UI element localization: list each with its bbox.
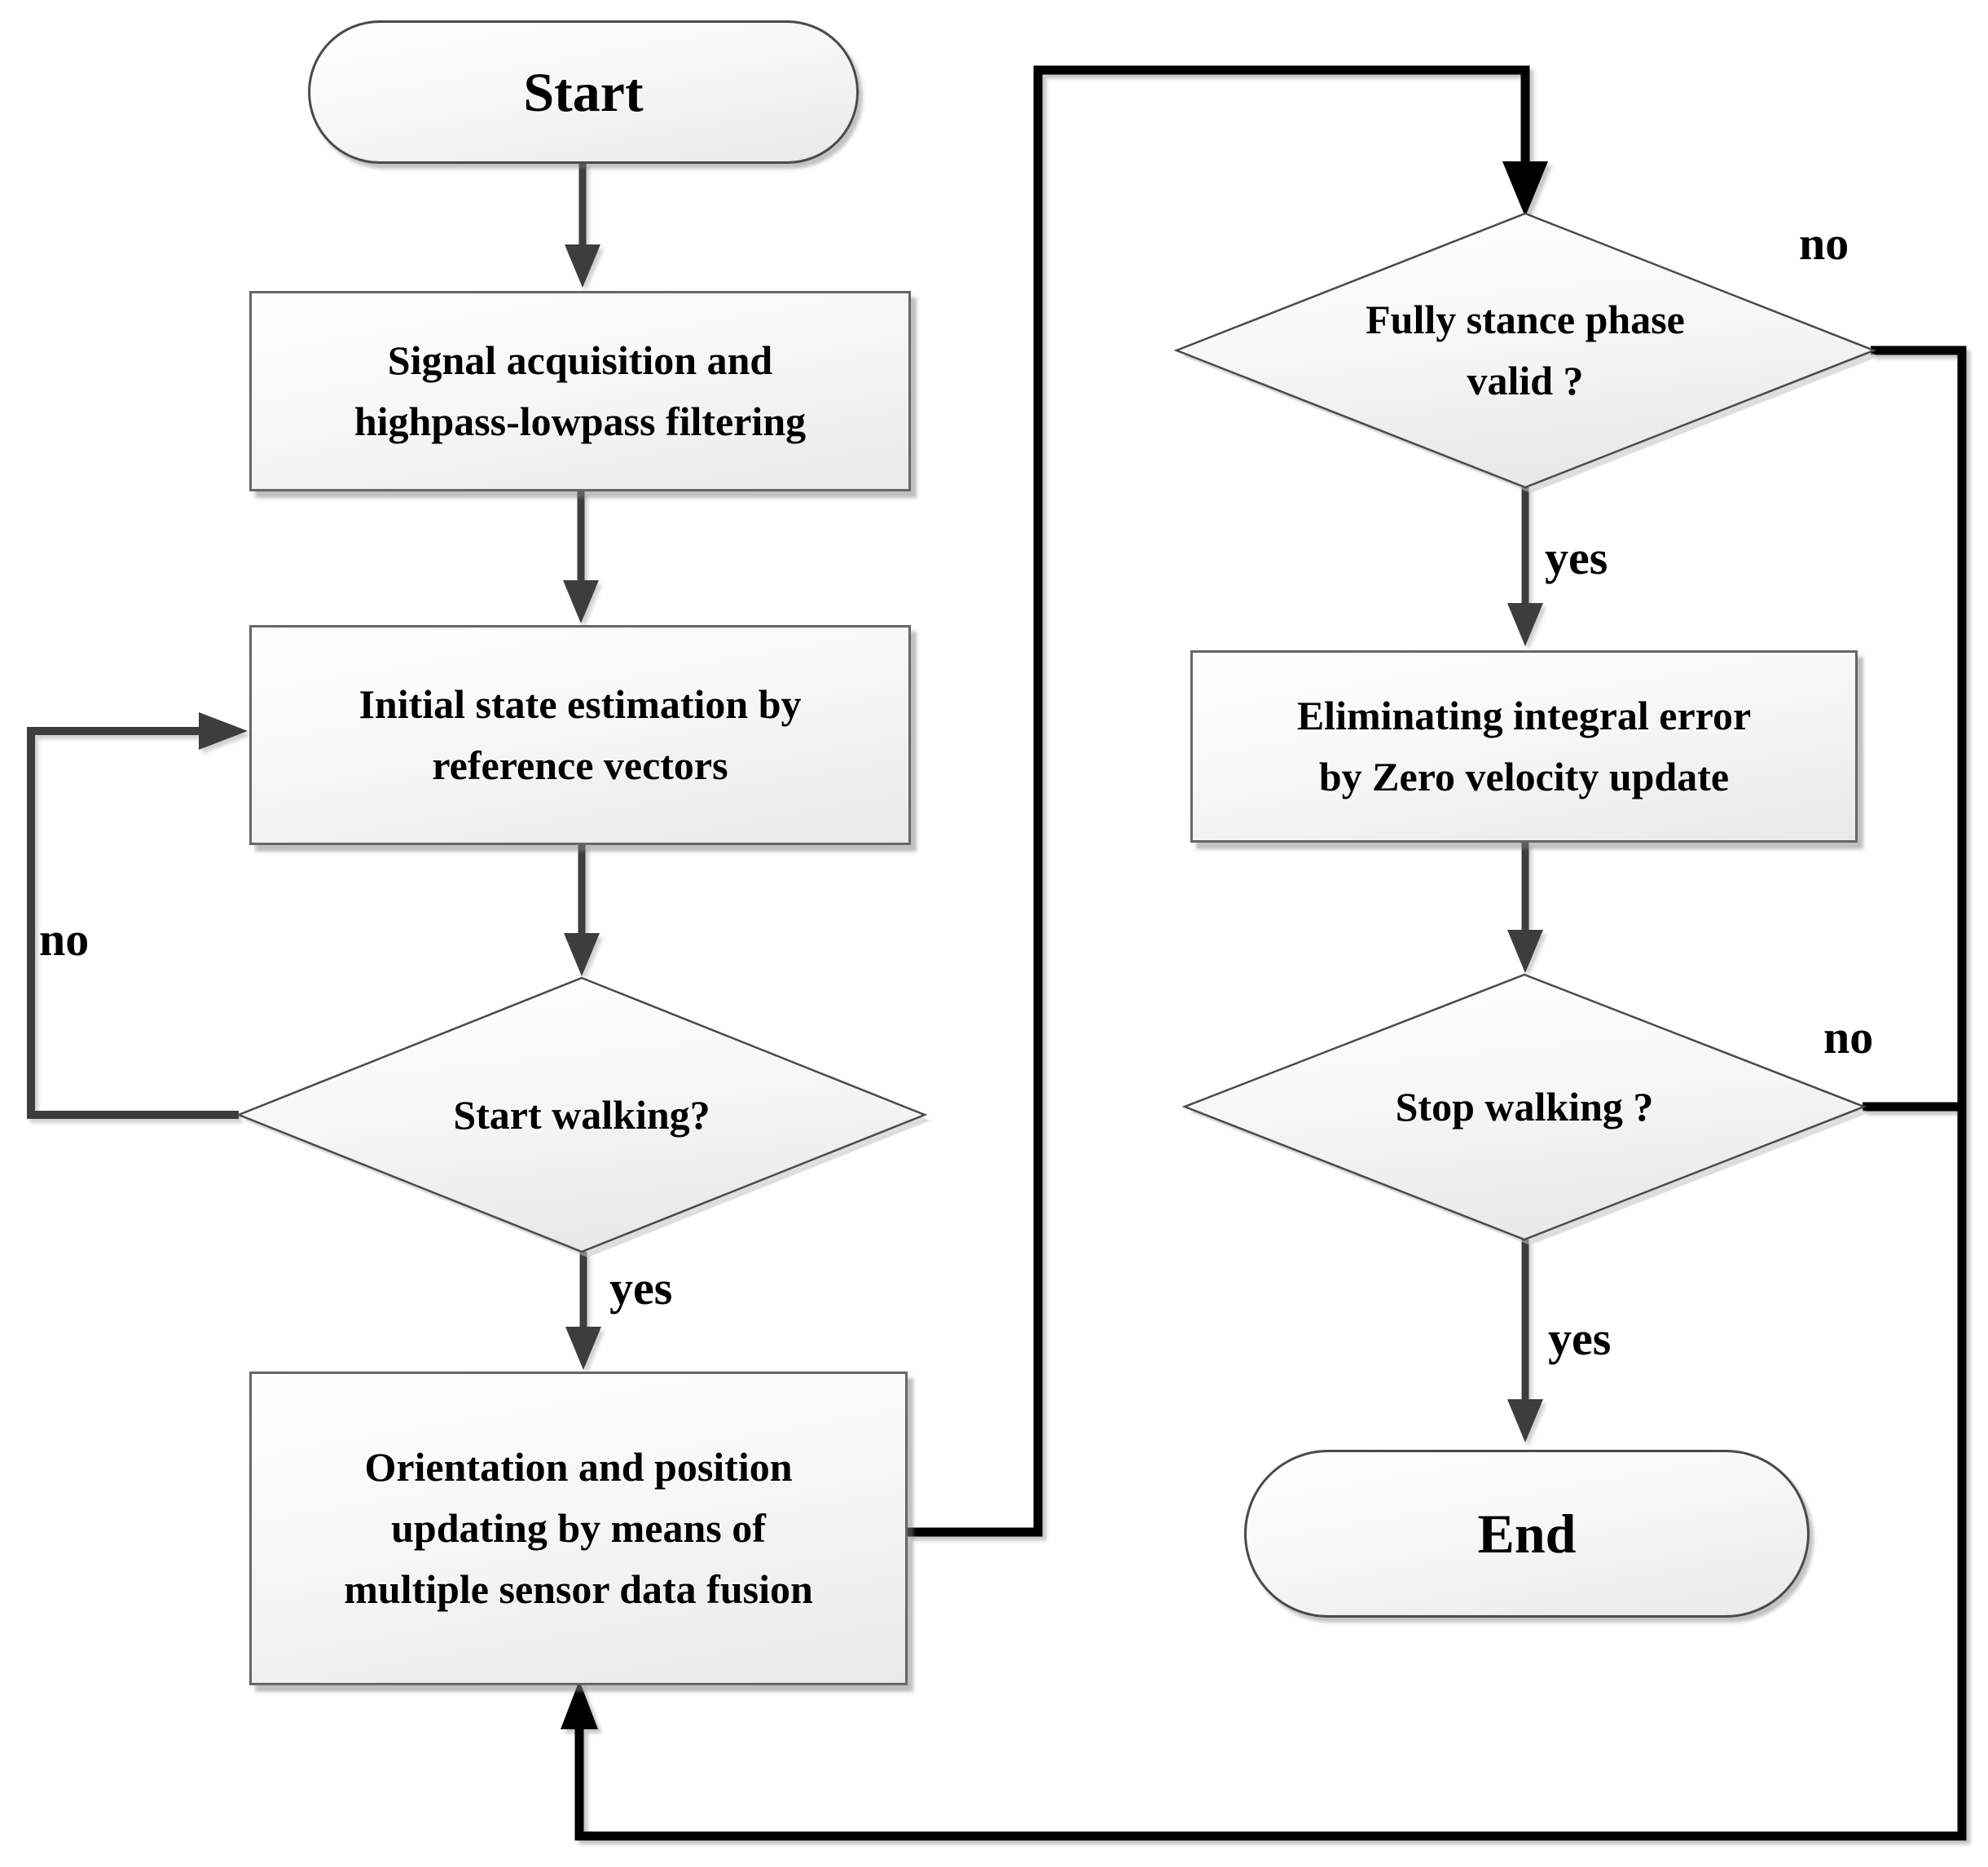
node-orientation-update: Orientation and position updating by mea… [249, 1372, 908, 1685]
node-start-label: Start [523, 61, 644, 123]
decision-start-walking [235, 976, 928, 1253]
node-end: End [1244, 1450, 1810, 1618]
arrowhead-end [1507, 1399, 1543, 1442]
arrowhead-initial-left [199, 712, 248, 750]
label-fully-stance-no: no [1799, 217, 1849, 270]
label-stop-walking-no: no [1823, 1011, 1874, 1063]
node-start: Start [308, 20, 859, 164]
decision-stop-walking [1181, 973, 1867, 1241]
decision-fully-stance [1173, 212, 1877, 489]
edge-fully-stance-no-return [574, 346, 1967, 1841]
edge-start-walking-no-loop [27, 727, 239, 1119]
label-fully-stance-yes: yes [1545, 531, 1608, 584]
arrowhead-zero-velocity [1507, 603, 1543, 646]
decision-fully-stance-label: Fully stance phase valid ? [1366, 297, 1685, 403]
node-signal-acquisition-label: Signal acquisition and highpass-lowpass … [354, 337, 807, 444]
node-initial-state: Initial state estimation by reference ve… [249, 625, 911, 845]
label-start-walking-yes: yes [609, 1262, 673, 1314]
node-initial-state-label: Initial state estimation by reference ve… [358, 681, 802, 788]
thick-connectors [561, 65, 1967, 1841]
arrowhead-fully-stance-top [1502, 161, 1548, 217]
arrowhead-orientation-bottom [561, 1680, 598, 1729]
node-signal-acquisition: Signal acquisition and highpass-lowpass … [249, 291, 911, 491]
thin-arrows [27, 162, 1543, 1442]
node-orientation-update-label: Orientation and position updating by mea… [344, 1444, 813, 1612]
label-stop-walking-yes: yes [1548, 1312, 1612, 1365]
arrowhead-initial [563, 580, 599, 623]
decision-stop-walking-label: Stop walking ? [1395, 1083, 1654, 1129]
edge-orientation-to-fully-stance [908, 65, 1530, 1537]
label-start-walking-no: no [39, 913, 90, 966]
node-zero-velocity-update: Eliminating integral error by Zero veloc… [1190, 650, 1858, 843]
arrowhead-stop-walking [1507, 930, 1543, 973]
arrowhead-start-walking [564, 933, 600, 976]
node-zero-velocity-update-label: Eliminating integral error by Zero veloc… [1296, 693, 1752, 799]
arrowhead-signal [565, 244, 600, 288]
arrowhead-orientation-top [565, 1327, 601, 1370]
node-end-label: End [1477, 1503, 1577, 1565]
decision-start-walking-label: Start walking? [453, 1091, 710, 1138]
